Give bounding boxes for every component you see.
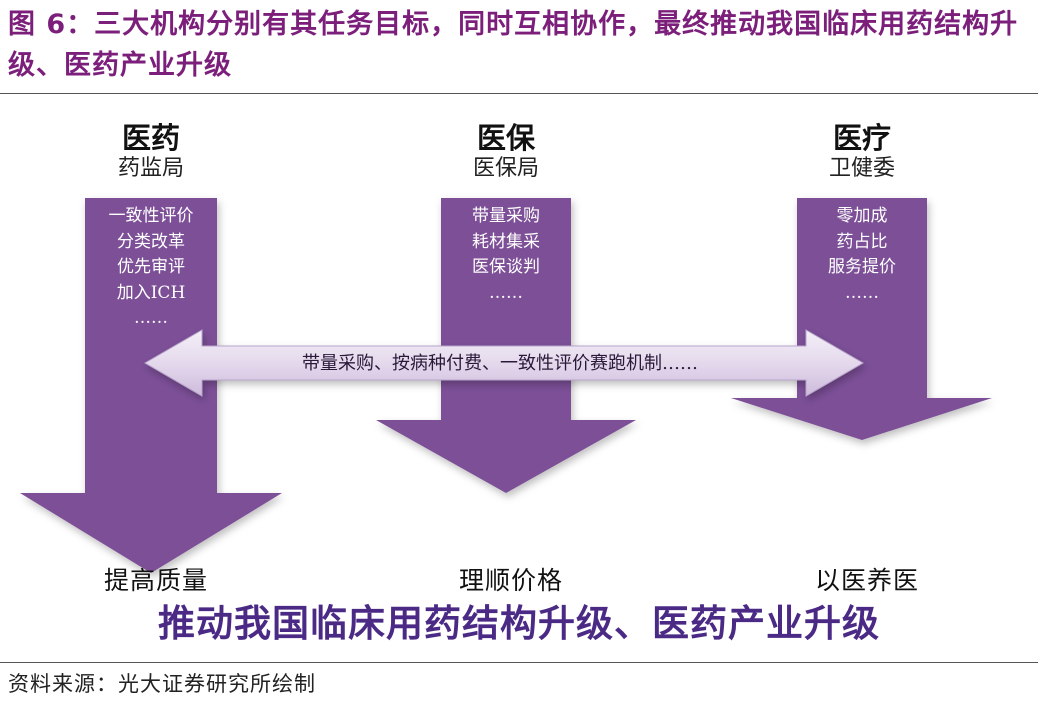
column-heading-medicine: 医药 [121, 121, 180, 155]
arrow-items-insurance: 带量采购 耗材集采 医保谈判 …… [436, 204, 576, 306]
arrow-item: 服务提价 [828, 257, 896, 277]
arrow-item: 优先审评 [117, 257, 185, 277]
column-heading-healthcare: 医疗 [832, 121, 891, 155]
arrow-item: 一致性评价 [108, 206, 194, 226]
arrow-item: 加入ICH [116, 282, 186, 303]
conclusion-text: 推动我国临床用药结构升级、医药产业升级 [158, 602, 880, 645]
banner-arrow-text: 带量采购、按病种付费、一致性评价赛跑机制…… [302, 353, 698, 374]
bottom-divider [0, 662, 1038, 663]
top-divider [0, 93, 1038, 94]
column-heading-insurance: 医保 [476, 121, 535, 155]
arrow-item: 药占比 [836, 231, 888, 252]
arrow-item: …… [845, 282, 879, 303]
figure-title: 图 6：三大机构分别有其任务目标，同时互相协作，最终推动我国临床用药结构升级、医… [8, 9, 1019, 81]
arrow-item: 零加成 [836, 206, 888, 226]
arrow-item: 医保谈判 [472, 257, 540, 277]
arrow-items-healthcare: 零加成 药占比 服务提价 …… [792, 204, 932, 306]
arrow-shape-healthcare [731, 198, 992, 440]
arrow-item: 耗材集采 [472, 231, 540, 252]
column-agency-insurance: 医保局 [472, 156, 539, 181]
arrow-item: …… [489, 282, 523, 303]
arrow-item: …… [134, 308, 168, 328]
banner-arrow-shape [144, 329, 864, 397]
column-agency-medicine: 药监局 [117, 156, 184, 181]
source-note: 资料来源：光大证券研究所绘制 [8, 672, 316, 696]
arrow-shape-medicine [20, 198, 282, 573]
column-agency-healthcare: 卫健委 [828, 156, 895, 181]
arrow-item: 分类改革 [117, 231, 185, 252]
outcome-healthcare: 以医养医 [814, 566, 919, 595]
outcome-medicine: 提高质量 [103, 566, 208, 595]
outcome-insurance: 理顺价格 [458, 566, 563, 595]
arrow-items-medicine: 一致性评价 分类改革 优先审评 加入ICH …… [81, 204, 221, 332]
arrow-item: 带量采购 [472, 206, 540, 226]
